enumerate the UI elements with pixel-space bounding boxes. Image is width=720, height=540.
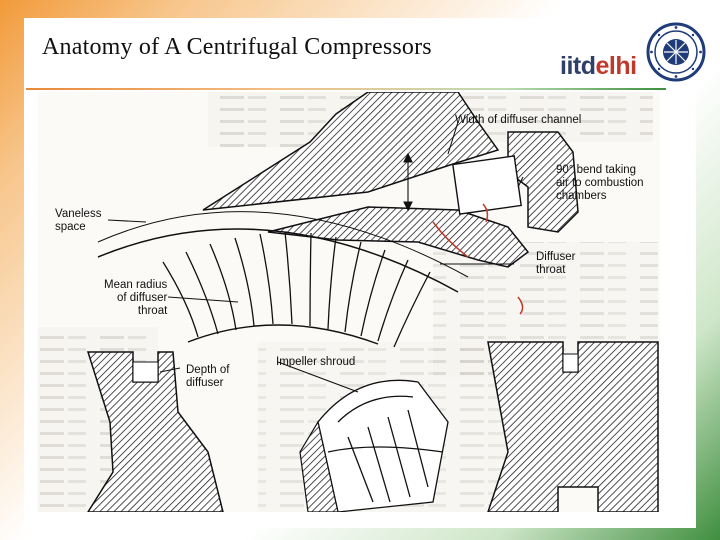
- label-90-degree-bend: 90° bend taking air to combustion chambe…: [556, 164, 644, 202]
- impeller-shroud-sketch: [317, 379, 449, 512]
- bend-box: [452, 155, 522, 215]
- label-diffuser-throat: Diffuser throat: [536, 251, 576, 276]
- impeller-blades: [162, 231, 431, 348]
- impeller-outer-arc: [97, 228, 459, 293]
- label-vaneless-space: Vaneless space: [55, 208, 102, 233]
- diffuser-vane-lower: [267, 206, 530, 268]
- logo-part-1: iitd: [560, 52, 596, 80]
- label-depth-of-diffuser: Depth of diffuser: [186, 364, 230, 389]
- compressor-diagram: [38, 92, 660, 512]
- label-impeller-shroud: Impeller shroud: [276, 356, 356, 368]
- logo-part-2: elhi: [595, 52, 638, 80]
- diffuser-vane-upper: [202, 92, 500, 211]
- label-width-of-diffuser-channel: Width of diffuser channel: [455, 114, 582, 126]
- label-mean-radius: Mean radius of diffuser throat: [104, 279, 168, 317]
- slide-title: Anatomy of A Centrifugal Compressors: [42, 34, 432, 60]
- vaneless-arc: [97, 211, 469, 278]
- iit-delhi-seal-icon: [646, 22, 706, 82]
- impeller-hub-arc: [187, 324, 379, 345]
- title-underline: [26, 88, 666, 90]
- iitd-logo: iitdelhi: [560, 52, 637, 81]
